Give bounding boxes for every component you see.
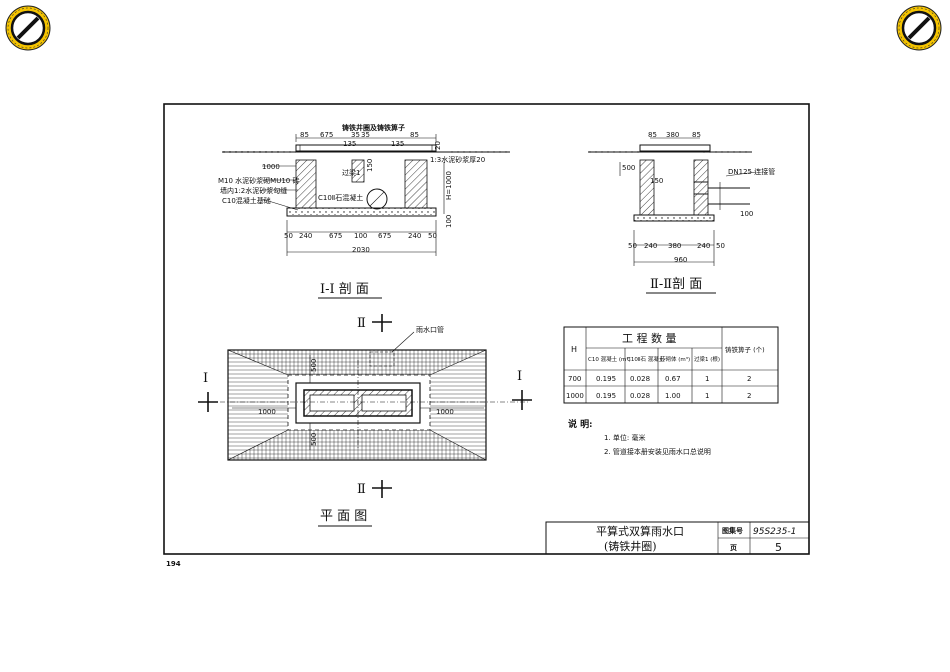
- plan-title: 平 面 图: [320, 509, 367, 524]
- plan-mark-left: I: [203, 371, 208, 386]
- table-row: 700 0.195 0.028 0.67 1 2: [568, 375, 751, 383]
- s2-bottom-dim-0: 50: [628, 242, 637, 250]
- table-cell: 0.67: [665, 375, 681, 383]
- s1-left-label-1: 墙内1:2水泥砂浆勾缝: [220, 186, 287, 195]
- drawing-frame: [163, 103, 810, 555]
- s2-total: 960: [674, 256, 687, 264]
- title-line-2: (铸铁井圈): [604, 539, 657, 553]
- page-label: 页: [730, 544, 737, 552]
- table-sub-1: C10Ⅱ石 混凝土: [627, 355, 665, 363]
- table-cell: 2: [747, 375, 751, 383]
- plan-section-markers: [198, 314, 532, 498]
- s1-left-label-0: M10 水泥砂浆砌MU10 砖: [218, 176, 299, 185]
- section-1-drawing: [222, 134, 510, 256]
- s1-top-dim-2: 35: [351, 131, 360, 139]
- s1-dim-1000: 1000: [262, 163, 280, 171]
- table-cell: 0.195: [596, 375, 616, 383]
- s1-top-dim-4: 85: [410, 131, 419, 139]
- table-cell: 1: [705, 375, 709, 383]
- table-cell: 1.00: [665, 392, 681, 400]
- notes-item-2: 2. 管道接本册安装见雨水口总说明: [604, 447, 711, 456]
- s1-top-dim-3: 35: [361, 131, 370, 139]
- section-2-drawing: [588, 137, 757, 266]
- atlas-label: 图集号: [722, 526, 743, 535]
- s2-small-0: 150: [650, 177, 663, 185]
- table-group-header: 工 程 数 量: [622, 332, 677, 345]
- quantity-table: [563, 326, 779, 404]
- s2-pipe-label: DN125 连接管: [728, 167, 775, 176]
- plan-pipe-label: 雨水口管: [416, 325, 444, 334]
- s1-center-label-1: C10Ⅱ石混凝土: [318, 193, 363, 202]
- s2-top-dim-1: 380: [666, 131, 679, 139]
- s2-top-dim-2: 85: [692, 131, 701, 139]
- table-cell: 0.028: [630, 392, 650, 400]
- table-col-h: H: [571, 345, 577, 354]
- s1-title: I-I 剖 面: [320, 282, 369, 297]
- s1-bottom-dim-1: 240: [299, 232, 312, 240]
- seal-stamp-right: [896, 5, 942, 51]
- s2-title: Ⅱ-Ⅱ剖 面: [650, 277, 702, 292]
- s1-total: 2030: [352, 246, 370, 254]
- s1-bottom-dim-6: 50: [428, 232, 437, 240]
- s1-small-2: 20: [434, 141, 442, 150]
- notes-item-1: 1. 单位: 毫米: [604, 433, 646, 442]
- s1-sub-dim-1: 135: [391, 140, 404, 148]
- table-cell: 1000: [566, 392, 584, 400]
- s1-small-1: 100: [445, 215, 453, 228]
- s1-bottom-dim-5: 240: [408, 232, 421, 240]
- s1-right-label: 1:3水泥砂浆厚20: [430, 155, 485, 164]
- table-row: 1000 0.195 0.028 1.00 1 2: [566, 392, 751, 400]
- s1-top-dim-1: 675: [320, 131, 333, 139]
- s1-top-dim-0: 85: [300, 131, 309, 139]
- table-cell: 700: [568, 375, 581, 383]
- table-grate-header: 铸铁箅子 (个): [725, 345, 765, 354]
- s1-small-0: 150: [366, 159, 374, 172]
- sheet-page-number: 5: [775, 541, 782, 554]
- s2-top-dim-0: 85: [648, 131, 657, 139]
- s2-bottom-dims: 50 240 380 240 50: [628, 242, 725, 250]
- plan-mark-bottom: Ⅱ: [357, 482, 366, 497]
- table-sub-0: C10 混凝土 (m³): [588, 355, 631, 363]
- s2-dim-500: 500: [622, 164, 635, 172]
- s1-bottom-dims: 50 240 675 100 675 240 50: [284, 232, 437, 240]
- s2-bottom-dim-1: 240: [644, 242, 657, 250]
- title-block: [545, 521, 810, 555]
- s1-bottom-dim-3: 100: [354, 232, 367, 240]
- table-sub-3: 过梁1 (根): [694, 355, 720, 363]
- plan-dim-top: 500: [310, 359, 318, 372]
- table-cell: 2: [747, 392, 751, 400]
- s1-left-label-2: C10混凝土基础: [222, 196, 271, 205]
- s2-bottom-dim-4: 50: [716, 242, 725, 250]
- s1-center-label-0: 过梁1: [342, 168, 360, 177]
- title-line-1: 平算式双算雨水口: [596, 524, 684, 538]
- seal-stamp-left: [5, 5, 51, 51]
- page-number: 194: [166, 560, 181, 568]
- table-cell: 0.195: [596, 392, 616, 400]
- plan-dim-right: 1000: [436, 408, 454, 416]
- table-sub-2: 砖砌体 (m³): [660, 355, 690, 363]
- table-cell: 0.028: [630, 375, 650, 383]
- plan-mark-right: I: [517, 369, 522, 384]
- s1-sub-dim-0: 135: [343, 140, 356, 148]
- plan-mark-top: Ⅱ: [357, 316, 366, 331]
- atlas-number: 95S235-1: [753, 527, 796, 537]
- plan-dim-left: 1000: [258, 408, 276, 416]
- s1-bottom-dim-4: 675: [378, 232, 391, 240]
- s1-top-label: 铸铁井圈及铸铁箅子: [342, 123, 405, 132]
- s2-top-dims: 85 380 85: [648, 131, 701, 139]
- s2-bottom-dim-3: 240: [697, 242, 710, 250]
- plan-dim-bottom: 500: [310, 433, 318, 446]
- s1-top-dims: 85 675 35 35 85 135 135: [300, 131, 419, 148]
- s1-h-label: H=1000: [445, 171, 453, 200]
- s1-bottom-dim-2: 675: [329, 232, 342, 240]
- table-cell: 1: [705, 392, 709, 400]
- s2-small-1: 100: [740, 210, 753, 218]
- plan-drawing: [200, 331, 528, 461]
- s2-bottom-dim-2: 380: [668, 242, 681, 250]
- notes-heading: 说 明:: [568, 418, 592, 430]
- s1-bottom-dim-0: 50: [284, 232, 293, 240]
